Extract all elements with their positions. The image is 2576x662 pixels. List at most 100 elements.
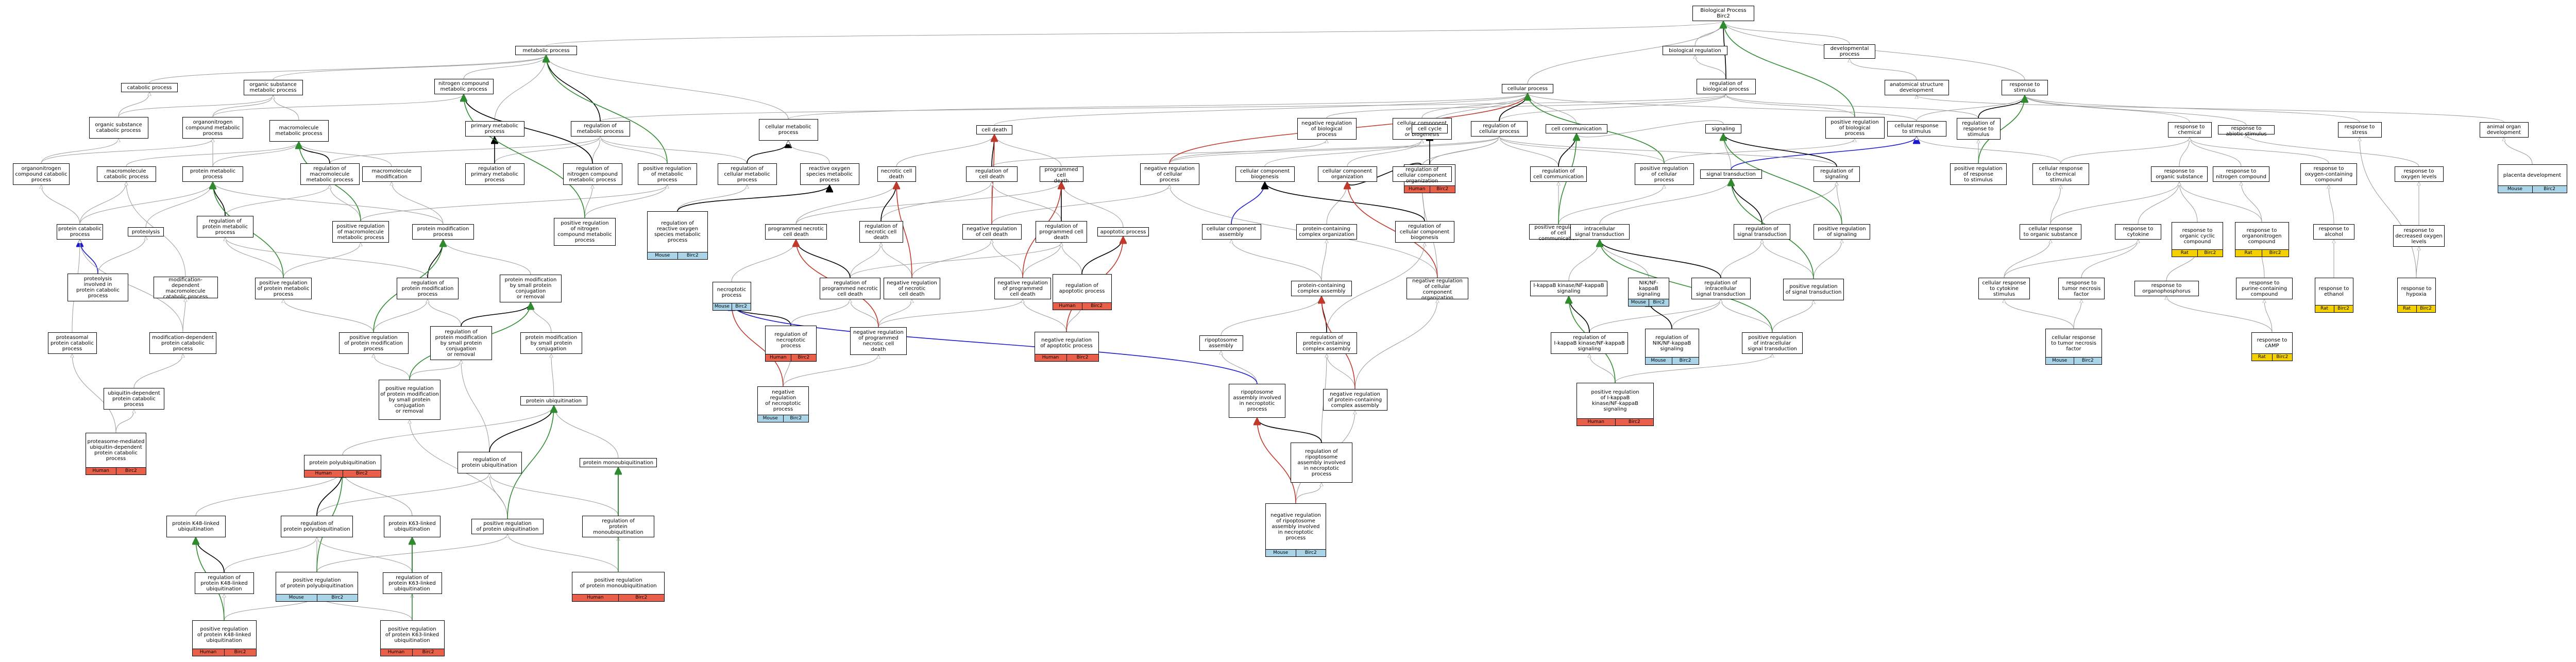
go-term-negregripoptosome[interactable]: negative regulation of ripoptosome assem…	[1265, 503, 1326, 557]
go-term-regprotpolyubi[interactable]: regulation of protein polyubiquitination	[281, 516, 353, 537]
go-term-cellrespcytokine[interactable]: cellular response to cytokine stimulus	[1978, 278, 2030, 299]
go-term-regk48[interactable]: regulation of protein K48-linked ubiquit…	[194, 572, 254, 594]
go-term-regcell[interactable]: regulation of cellular process	[1471, 121, 1528, 137]
go-term-regmet[interactable]: regulation of metabolic process	[570, 121, 630, 137]
go-term-respabio[interactable]: response to abiotic stimulus	[2218, 125, 2275, 137]
go-term-catab[interactable]: catabolic process	[121, 83, 178, 92]
go-term-respoxylevels[interactable]: response to oxygen levels	[2394, 166, 2444, 182]
go-term-metab[interactable]: metabolic process	[515, 46, 577, 55]
go-term-protmod[interactable]: protein modification process	[412, 224, 474, 240]
go-term-posregbio[interactable]: positive regulation of biological proces…	[1825, 117, 1885, 139]
go-term-cellrespchem[interactable]: cellular response to chemical stimulus	[2032, 163, 2089, 185]
go-term-posregprotmodsmall[interactable]: positive regulation of protein modificat…	[379, 380, 440, 420]
go-term-animdev[interactable]: animal organ development	[2479, 122, 2529, 138]
go-term-protconj[interactable]: protein modification by small protein co…	[520, 332, 582, 354]
go-term-regmacromet[interactable]: regulation of macromolecule metabolic pr…	[300, 163, 360, 185]
go-term-regsigtrans[interactable]: regulation of signal transduction	[1734, 224, 1790, 240]
go-term-orgnitromet[interactable]: organonitrogen compound metabolic proces…	[182, 117, 243, 139]
go-term-posregsigtrans[interactable]: positive regulation of signal transducti…	[1783, 279, 1844, 300]
go-term-posregmacromet[interactable]: positive regulation of macromolecule met…	[332, 221, 389, 243]
go-term-macromod[interactable]: macromolecule modification	[362, 166, 421, 182]
go-term-regprognecrotic[interactable]: regulation of programmed necrotic cell d…	[820, 278, 880, 299]
go-term-regros[interactable]: regulation of reactive oxygen species me…	[647, 211, 708, 260]
go-term-k48[interactable]: protein K48-linked ubiquitination	[166, 516, 226, 537]
go-term-protcomplexorg[interactable]: protein-containing complex organization	[1296, 224, 1357, 240]
go-term-k63[interactable]: protein K63-linked ubiquitination	[384, 516, 440, 537]
go-term-sigtrans[interactable]: signal transduction	[1700, 169, 1762, 179]
go-term-negregprognecrotic[interactable]: negative regulation of programmed necrot…	[850, 327, 907, 355]
go-term-protcomplexassembly[interactable]: protein-containing complex assembly	[1291, 281, 1352, 296]
go-term-posregnitromet[interactable]: positive regulation of nitrogen compound…	[554, 218, 616, 246]
go-term-protcat[interactable]: protein catabolic process	[57, 224, 103, 240]
go-term-moddepprotcat[interactable]: modification-dependent protein catabolic…	[149, 332, 216, 354]
go-term-orgsubcat[interactable]: organic substance catabolic process	[89, 117, 148, 139]
go-term-regcellmet[interactable]: regulation of cellular metabolic process	[717, 163, 777, 185]
go-term-regsignaling[interactable]: regulation of signaling	[1814, 166, 1860, 182]
go-term-negregpcd[interactable]: negative regulation of programmed cell d…	[994, 278, 1051, 299]
go-term-regprotmod[interactable]: regulation of protein modification proce…	[397, 278, 459, 299]
go-term-proteolysiscat[interactable]: proteolysis involved in protein cataboli…	[67, 274, 128, 301]
go-term-cellmet[interactable]: cellular metabolic process	[758, 119, 818, 141]
go-term-proteolysis[interactable]: proteolysis	[128, 227, 164, 236]
go-term-posregmet[interactable]: positive regulation of metabolic process	[637, 163, 697, 185]
go-term-macromet[interactable]: macromolecule metabolic process	[269, 120, 329, 142]
go-term-resptnf[interactable]: response to tumor necrosis factor	[2058, 278, 2105, 299]
go-term-ccassembly[interactable]: cellular component assembly	[1201, 224, 1261, 240]
go-term-respoxy[interactable]: response to oxygen-containing compound	[2300, 163, 2357, 185]
go-term-resp[interactable]: response to stimulus	[2002, 80, 2048, 95]
go-term-posregk63[interactable]: positive regulation of protein K63-linke…	[380, 620, 445, 656]
go-term-regintrasig[interactable]: regulation of intracellular signal trans…	[1691, 278, 1751, 299]
go-term-posregprotmod[interactable]: positive regulation of protein modificat…	[338, 332, 409, 354]
go-term-apoptotic[interactable]: apoptotic process	[1097, 227, 1149, 236]
go-term-respcytokine[interactable]: response to cytokine	[2115, 224, 2161, 240]
go-term-regcelldeath[interactable]: regulation of cell death	[966, 166, 1018, 182]
go-term-orgnitrocat[interactable]: organonitrogen compound catabolic proces…	[13, 163, 70, 185]
go-term-resporganophos[interactable]: response to organophosphorus	[2134, 281, 2199, 296]
go-term-signaling[interactable]: signaling	[1705, 124, 1741, 133]
go-term-regnitromet[interactable]: regulation of nitrogen compound metaboli…	[563, 163, 622, 185]
go-term-protubi[interactable]: protein ubiquitination	[520, 396, 587, 405]
go-term-posregprotpolyubi[interactable]: positive regulation of protein polyubiqu…	[276, 572, 358, 602]
go-term-cellproc[interactable]: cellular process	[1502, 84, 1553, 93]
go-term-orgsubmet[interactable]: organic substance metabolic process	[243, 80, 303, 95]
go-term-ccorg[interactable]: cellular component organization	[1317, 166, 1377, 182]
go-term-regprotmonoubi[interactable]: regulation of protein monoubiquitination	[582, 516, 654, 537]
go-term-negregnecrotic[interactable]: negative regulation of necrotic cell dea…	[884, 278, 940, 299]
go-term-proteasomal[interactable]: proteasomal protein catabolic process	[47, 332, 97, 354]
go-term-macrocat[interactable]: macromolecule catabolic process	[96, 166, 156, 182]
go-term-regnecrotic[interactable]: regulation of necrotic cell death	[859, 221, 903, 243]
go-term-cellresptnf[interactable]: cellular response to tumor necrosis fact…	[2045, 329, 2102, 365]
go-term-negregnecroptotic[interactable]: negative regulation of necroptotic proce…	[757, 386, 809, 422]
go-term-devproc[interactable]: developmental process	[1824, 44, 1875, 59]
go-term-posregikk[interactable]: positive regulation of I-kappaB kinase/N…	[1577, 383, 1654, 426]
go-term-regprotmet[interactable]: regulation of protein metabolic process	[197, 216, 253, 237]
go-term-cellresp[interactable]: cellular response to stimulus	[1887, 121, 1946, 137]
go-term-cellcycle[interactable]: cell cycle	[1412, 124, 1448, 133]
go-term-regcellcomm[interactable]: regulation of cell communication	[1530, 166, 1587, 182]
go-term-regpcd[interactable]: regulation of programmed cell death	[1036, 221, 1087, 243]
go-term-resppurine[interactable]: response to purine-containing compound	[2236, 278, 2293, 299]
go-term-bioreg[interactable]: biological regulation	[1663, 46, 1727, 55]
go-term-ccbio[interactable]: cellular component biogenesis	[1235, 166, 1295, 182]
go-term-posregsignaling[interactable]: positive regulation of signaling	[1814, 224, 1870, 240]
go-term-negregprotcomplexassembly[interactable]: negative regulation of protein-containin…	[1323, 389, 1387, 411]
go-term-posregintrasig[interactable]: positive regulation of intracellular sig…	[1742, 332, 1803, 354]
go-term-posregprotmonoubi[interactable]: positive regulation of protein monoubiqu…	[572, 572, 665, 602]
go-term-cellcomm[interactable]: cell communication	[1546, 124, 1607, 133]
go-term-regprotmodsmall[interactable]: regulation of protein modification by sm…	[430, 326, 492, 360]
go-term-negregccorg[interactable]: negative regulation of cellular componen…	[1406, 278, 1468, 301]
go-term-protmodsmall[interactable]: protein modification by small protein co…	[500, 275, 562, 302]
go-term-anatdev[interactable]: anatomical structure development	[1884, 80, 1949, 95]
go-term-respchem[interactable]: response to chemical	[2167, 122, 2212, 138]
go-term-protmet[interactable]: protein metabolic process	[182, 166, 243, 182]
go-term-regprimet[interactable]: regulation of primary metabolic process	[465, 163, 524, 185]
go-term-ros[interactable]: reactive oxygen species metabolic proces…	[800, 163, 859, 185]
go-term-ripoptosome[interactable]: ripoptosome assembly	[1199, 335, 1243, 351]
